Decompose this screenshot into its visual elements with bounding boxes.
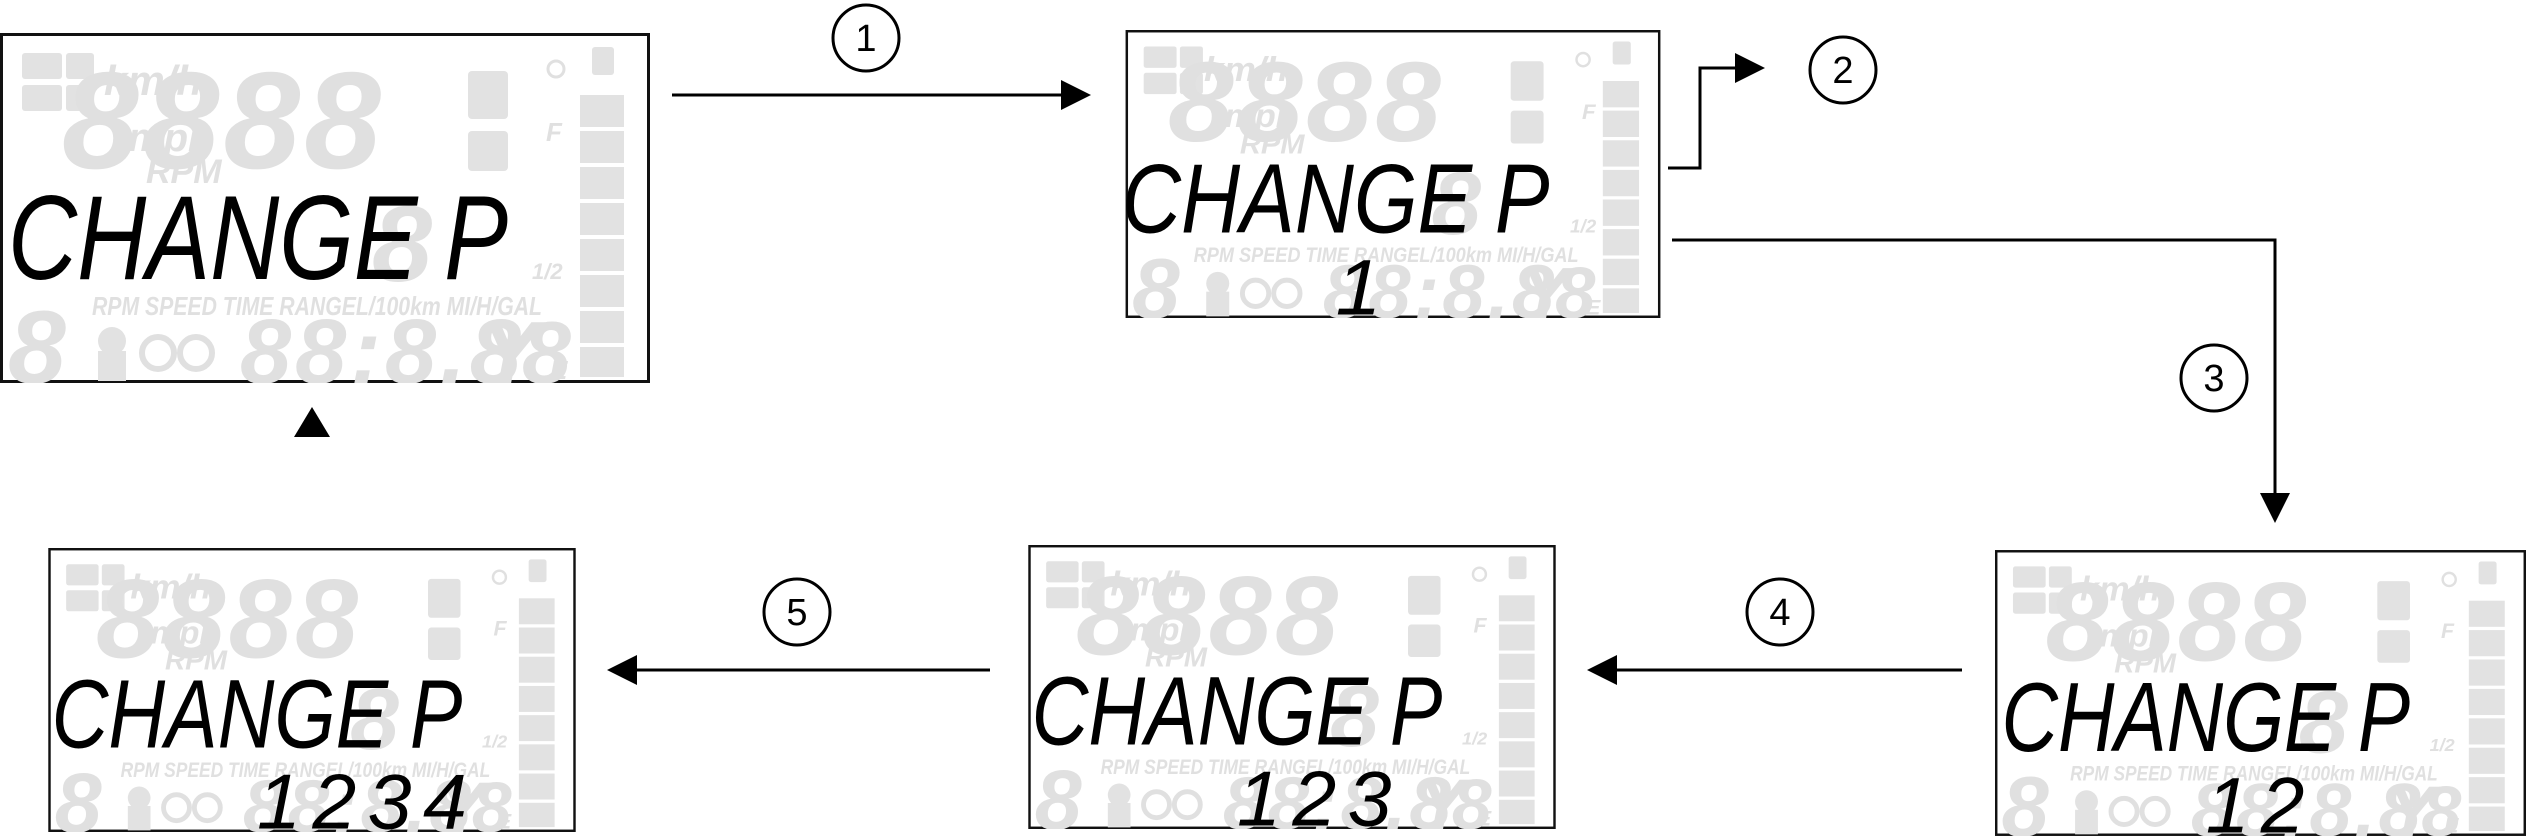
panel-2-entry: 1 [1336, 244, 1394, 332]
panel-3-unit-rpm: RPM [2114, 648, 2177, 679]
panel-3-entry: 12 [2206, 762, 2316, 836]
panel-5-ghost-digits: 8888 [96, 556, 361, 681]
panel-1-mode-labels: RPM SPEED TIME RANGEL/100km MI/H/GAL [92, 291, 542, 321]
panel-3-ghost-digits: 8888 [2046, 558, 2310, 684]
panel-2-unit-rpm: RPM [1240, 129, 1306, 160]
panel-1-unit-kmh: km/h [104, 57, 202, 104]
arrow-3 [1672, 238, 2290, 523]
panel-5-fuel-full: F [494, 618, 508, 641]
panel-5-fuel-half: 1/2 [482, 732, 507, 752]
step-marker-5: 5 [762, 577, 832, 647]
panel-3-message: CHANGE P [2002, 662, 2410, 772]
arrow-2 [1668, 53, 1765, 170]
panel-1-fuel-half: 1/2 [532, 259, 563, 284]
panel-3-mode-labels: RPM SPEED TIME RANGEL/100km MI/H/GAL [2070, 761, 2438, 785]
panel-4-fuel-half: 1/2 [1462, 729, 1487, 749]
panel-5-fuel-empty: E [497, 811, 512, 834]
return-triangle [294, 407, 330, 437]
panel-4-unit-rpm: RPM [1145, 642, 1208, 673]
panel-5-unit-rpm: RPM [165, 645, 228, 676]
panel-2-unit-mph: mph [1224, 99, 1296, 135]
panel-2-fuel-full: F [1582, 99, 1596, 124]
panel-2-unit-kmh: km/h [1204, 51, 1288, 89]
panel-1-fuel-empty: E [550, 355, 568, 385]
panel-2-fuel-half: 1/2 [1570, 216, 1597, 237]
panel-3-unit-mph: mph [2100, 616, 2169, 653]
svg-text:1: 1 [855, 18, 876, 60]
panel-2-ghost-digits: 8888 [1168, 38, 1444, 165]
panel-4-fuel-empty: E [1477, 808, 1492, 831]
panel-1-unit-rpm: RPM [146, 153, 222, 191]
step-marker-1: 1 [831, 3, 901, 73]
panel-4-unit-kmh: km/h [1110, 565, 1191, 603]
panel-2-fuel-empty: E [1585, 295, 1601, 320]
panel-3-unit-kmh: km/h [2080, 571, 2160, 609]
panel-4-ghost-digits: 8888 [1076, 553, 1341, 678]
panel-1-ghost-digits: 8888 [62, 44, 385, 198]
step-marker-4: 4 [1745, 577, 1815, 647]
panel-5-unit-mph: mph [150, 614, 219, 651]
panel-2-message: CHANGE P [1122, 144, 1550, 254]
svg-text:5: 5 [786, 592, 807, 634]
panel-2-mode-labels: RPM SPEED TIME RANGEL/100km MI/H/GAL [1194, 242, 1579, 267]
step-marker-3: 3 [2179, 343, 2249, 413]
panel-3-fuel-empty: E [2444, 814, 2459, 836]
panel-4-message: CHANGE P [1032, 656, 1443, 765]
panel-1-unit-mph: mph [128, 116, 212, 160]
panel-4-fuel-full: F [1474, 615, 1488, 638]
panel-5-message: CHANGE P [52, 659, 463, 768]
panel-5-mode-labels: RPM SPEED TIME RANGEL/100km MI/H/GAL [121, 759, 491, 782]
panel-4-mode-labels: RPM SPEED TIME RANGEL/100km MI/H/GAL [1101, 756, 1471, 779]
panel-3-fuel-full: F [2441, 619, 2455, 643]
panel-5-unit-kmh: km/h [130, 568, 211, 606]
panel-1-fuel-full: F [546, 117, 563, 147]
panel-4-entry: 123 [1237, 755, 1403, 836]
panel-4-unit-mph: mph [1130, 611, 1199, 648]
step-marker-2: 2 [1808, 35, 1878, 105]
svg-text:3: 3 [2203, 358, 2224, 400]
svg-text:4: 4 [1769, 592, 1790, 634]
panel-1-message: CHANGE P [8, 171, 508, 305]
svg-text:2: 2 [1832, 50, 1853, 92]
panel-3-fuel-half: 1/2 [2430, 735, 2455, 755]
panel-5-entry: 1234 [257, 758, 478, 836]
